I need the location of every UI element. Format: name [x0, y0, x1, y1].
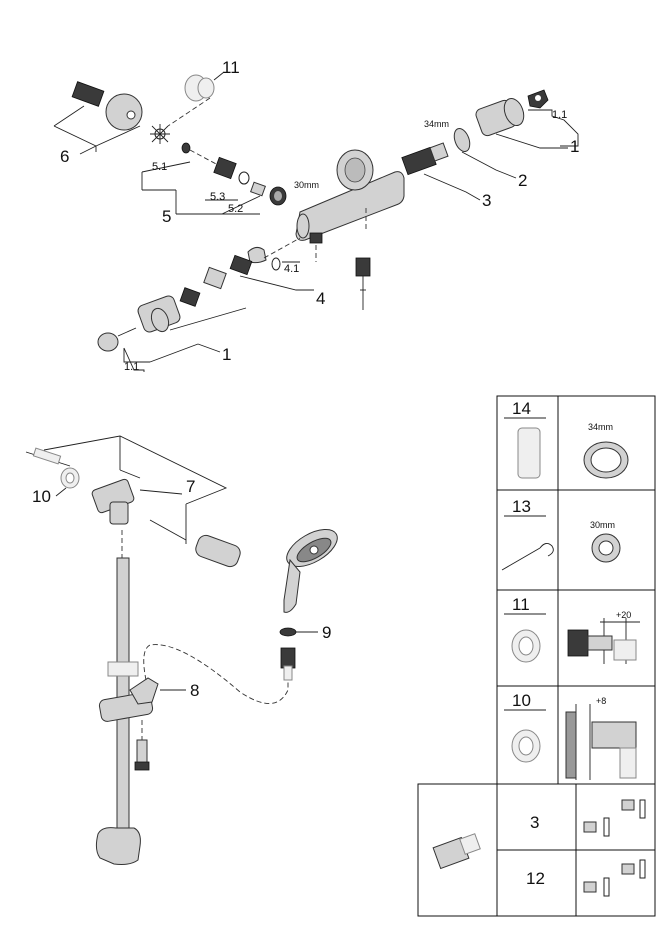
- callout-8: 8: [190, 681, 199, 700]
- callout-6: 6: [60, 147, 69, 166]
- option-12-number: 12: [526, 869, 545, 888]
- callout-5-3: 5.3: [210, 191, 225, 203]
- hose-connector-small: [355, 257, 371, 310]
- callout-1-1-top: 1.1: [552, 109, 567, 121]
- screw-plug: [25, 447, 71, 467]
- shower-hose: [143, 644, 289, 704]
- callout-10: 10: [32, 487, 51, 506]
- part-9-washer: 9: [279, 623, 331, 681]
- callout-7: 7: [186, 477, 195, 496]
- row-13-dimension: 30mm: [590, 520, 615, 530]
- row-10-number: 10: [512, 691, 531, 710]
- part-10-ring: 10: [32, 467, 80, 506]
- row-14-number: 14: [512, 399, 531, 418]
- thermometer-set-12: [583, 859, 646, 897]
- callout-4-1: 4.1: [284, 263, 299, 275]
- right-side-parts: 1.1 1 2 34mm 3: [401, 89, 579, 210]
- mounting-sleeve-icon: [517, 427, 541, 479]
- wall-hatch-icon: [565, 711, 577, 779]
- callout-9: 9: [322, 623, 331, 642]
- table-row-10: 10 +8: [504, 691, 637, 780]
- thermometer-set-3: [583, 799, 646, 837]
- callout-1-bottom: 1: [222, 345, 231, 364]
- cartridge-options: 3 12: [417, 783, 656, 917]
- parts-table: 14 34mm 13 30mm 11 +20: [417, 395, 656, 917]
- table-row-11: 11 +20: [504, 595, 640, 664]
- row-11-number: 11: [512, 595, 530, 614]
- table-row-13: 13 30mm: [501, 497, 621, 571]
- option-3-number: 3: [530, 813, 539, 832]
- row-14-dimension: 34mm: [588, 422, 613, 432]
- part-4-group: 4.1 4: [229, 237, 325, 308]
- part-7-wall-bracket: 7: [43, 435, 241, 568]
- thermometer-icon-4: [603, 877, 610, 897]
- callout-1-1-bottom: 1.1: [124, 361, 139, 373]
- callout-5-1: 5.1: [152, 161, 167, 173]
- hand-shower: [283, 528, 338, 613]
- row-13-number: 13: [512, 497, 531, 516]
- right-knob-assembly: 1.1 1: [475, 89, 579, 156]
- cartridge-image: [432, 833, 481, 870]
- callout-2: 2: [518, 171, 527, 190]
- table-row-14: 14 34mm: [504, 399, 629, 479]
- dimension-34mm-top: 34mm: [424, 119, 449, 129]
- part-8-slider: 8: [98, 677, 199, 722]
- row-11-extension: +20: [616, 610, 631, 620]
- part-1-lower-group: 1.1 1: [97, 266, 247, 373]
- thermometer-icon-3: [639, 859, 646, 879]
- row-10-extension: +8: [596, 696, 606, 706]
- callout-5-2: 5.2: [228, 203, 243, 215]
- part-3-cartridge: 3: [401, 142, 491, 210]
- part-6-group: 6: [53, 81, 170, 166]
- small-connector: [134, 720, 150, 771]
- wrench-icon: [501, 543, 554, 571]
- thermometer-icon-2: [603, 817, 610, 837]
- thermostat-body: [295, 149, 405, 262]
- star-gasket: [150, 124, 170, 144]
- callout-5: 5: [162, 207, 171, 226]
- callout-4: 4: [316, 289, 325, 308]
- thermometer-icon: [639, 799, 646, 819]
- part-2-ring: 2 34mm: [424, 119, 527, 190]
- thermostat-assembly: 11 6 5.1 5.3: [53, 58, 579, 373]
- wall-section-icon: [567, 629, 589, 657]
- part-5-group: 5.1 5.3 5.2 5 30mm: [141, 142, 319, 226]
- dimension-30mm-top: 30mm: [294, 180, 319, 190]
- callout-1-top: 1: [570, 137, 579, 156]
- callout-11: 11: [222, 58, 240, 77]
- shower-rail-set: 10 7 8: [25, 435, 338, 865]
- callout-3: 3: [482, 191, 491, 210]
- part-11-fitting: 11: [167, 58, 240, 127]
